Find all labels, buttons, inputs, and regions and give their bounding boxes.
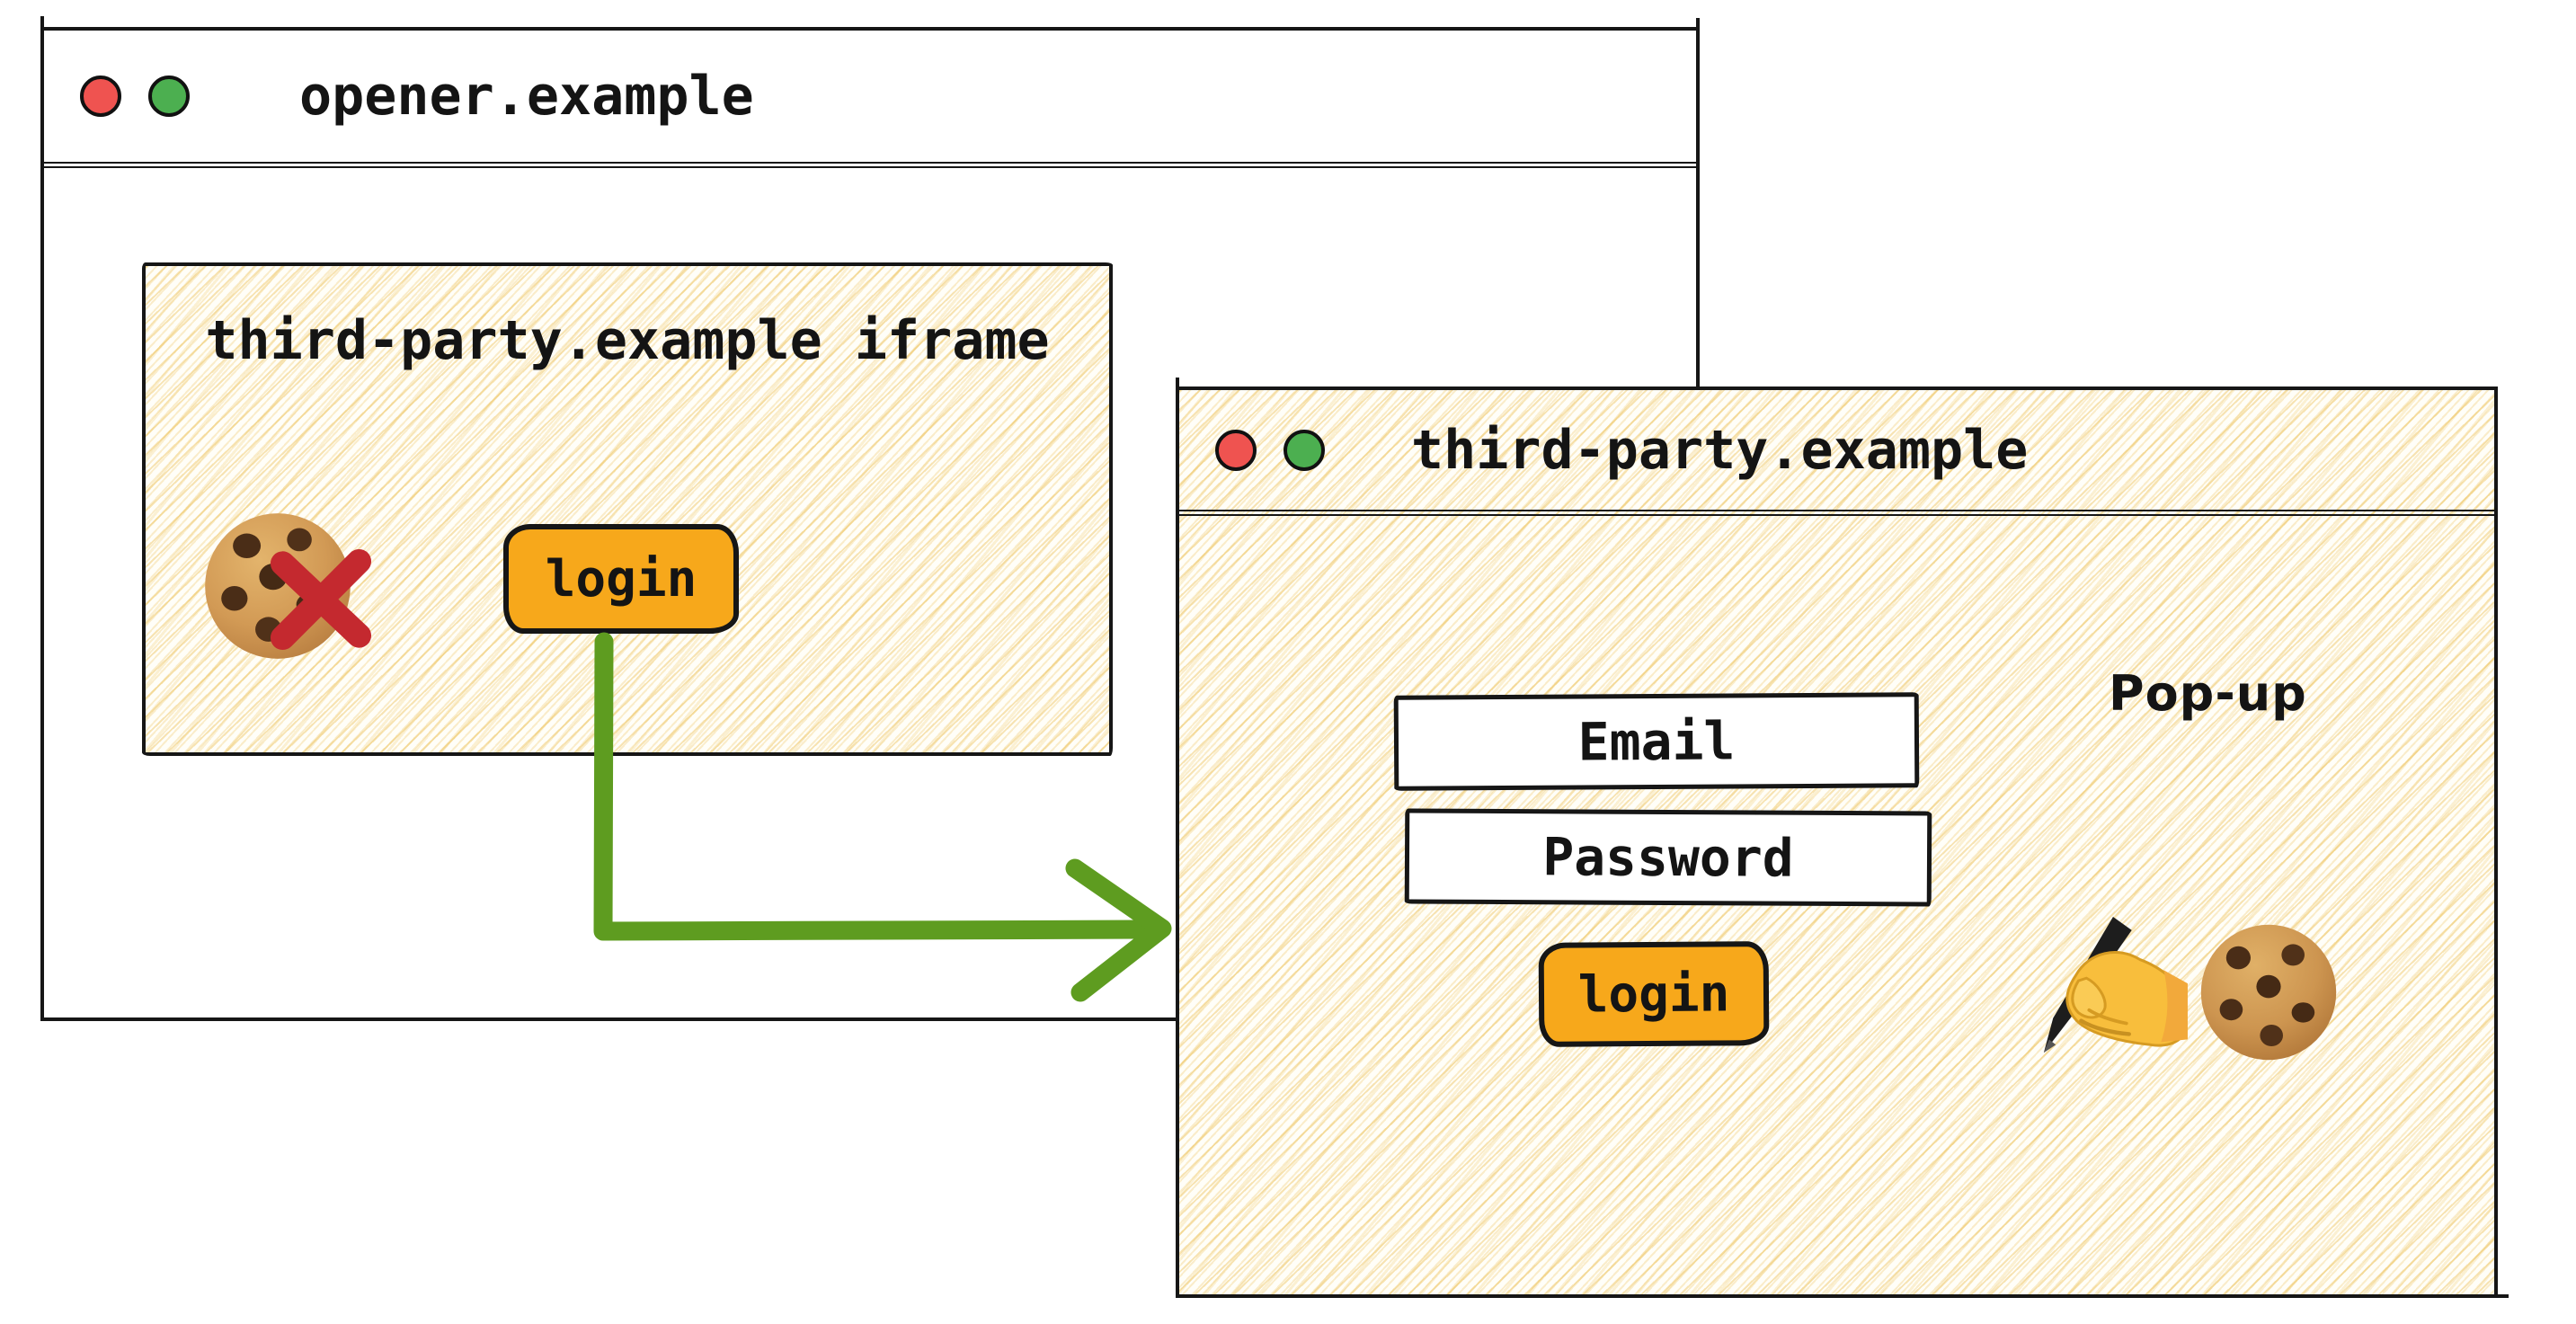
cookie-icon bbox=[2193, 920, 2344, 1064]
email-field[interactable]: Email bbox=[1393, 692, 1920, 791]
password-field[interactable]: Password bbox=[1404, 808, 1932, 907]
opener-title: opener.example bbox=[299, 65, 754, 128]
sketch-stroke bbox=[1696, 18, 1700, 31]
popup-title: third-party.example bbox=[1411, 418, 2029, 482]
minimize-button[interactable] bbox=[1284, 429, 1325, 471]
minimize-button[interactable] bbox=[148, 76, 190, 117]
writing-hand-icon bbox=[2030, 917, 2190, 1066]
popup-annotation: Pop-up bbox=[2109, 665, 2307, 722]
cross-mark-icon bbox=[266, 546, 376, 653]
iframe-login-button[interactable]: login bbox=[503, 524, 739, 634]
close-button[interactable] bbox=[1215, 429, 1257, 471]
sketch-stroke bbox=[1176, 378, 1179, 390]
opener-titlebar: opener.example bbox=[44, 31, 1696, 168]
sketch-stroke bbox=[2494, 1294, 2509, 1298]
close-button[interactable] bbox=[80, 76, 121, 117]
popup-titlebar: third-party.example bbox=[1179, 390, 2494, 516]
popup-window: third-party.example Email Password login… bbox=[1176, 378, 2509, 1298]
sketch-stroke bbox=[40, 16, 44, 31]
iframe-label: third-party.example iframe bbox=[205, 309, 1050, 372]
popup-body: Email Password login Pop-up bbox=[1179, 516, 2494, 1294]
popup-login-button[interactable]: login bbox=[1538, 941, 1770, 1047]
third-party-iframe: third-party.example iframe bbox=[142, 262, 1113, 756]
